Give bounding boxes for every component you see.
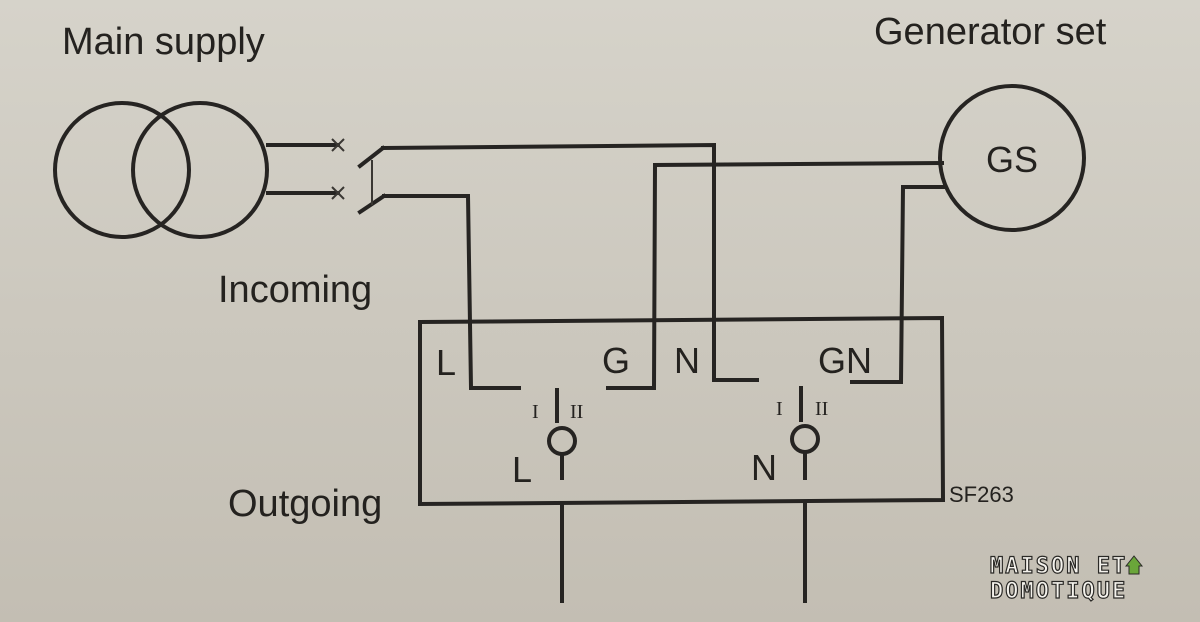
terminal-n-label: N (674, 340, 700, 381)
pole-n (790, 386, 820, 603)
pole-n-pivot (790, 424, 820, 454)
transformer-coil-primary (53, 101, 191, 239)
watermark-logo: MAISON ET DOMOTIQUE (989, 553, 1144, 605)
house-icon (1124, 555, 1144, 575)
transformer-coil-secondary (131, 101, 269, 239)
generator-neutral-wire (850, 185, 946, 384)
outgoing-label: Outgoing (228, 483, 382, 525)
generator-symbol (938, 84, 1086, 232)
pole-l-pivot (547, 426, 577, 456)
mains-neutral-wire (380, 142, 759, 382)
contact-l-label: L (512, 449, 532, 490)
contact-n-label: N (751, 447, 777, 488)
terminal-gn-label: GN (818, 340, 872, 381)
terminal-l-label: L (436, 342, 456, 383)
pole-l-position-2-label: II (570, 401, 583, 423)
transformer-symbol (53, 101, 269, 239)
generator-line-wire (606, 160, 945, 390)
pole-n-position-2-label: II (815, 398, 828, 420)
main-supply-label: Main supply (62, 21, 265, 63)
pole-l-position-1-label: I (532, 401, 539, 423)
model-label: SF263 (949, 482, 1014, 507)
terminal-g-label: G (602, 340, 630, 381)
generator-set-label: Generator set (874, 11, 1107, 53)
generator-label: GS (986, 139, 1038, 180)
switch-enclosure (418, 315, 946, 507)
watermark-line-2: DOMOTIQUE (990, 579, 1127, 604)
pole-n-position-1-label: I (776, 398, 783, 420)
isolator-blade-upper (357, 145, 386, 169)
pole-l (547, 388, 577, 603)
terminal-cross-lower (331, 186, 345, 200)
watermark-line-1: MAISON ET (990, 554, 1127, 579)
incoming-leads (266, 138, 387, 215)
mains-line-wire (382, 194, 521, 390)
terminal-cross-upper (331, 138, 345, 152)
incoming-label: Incoming (218, 269, 372, 311)
